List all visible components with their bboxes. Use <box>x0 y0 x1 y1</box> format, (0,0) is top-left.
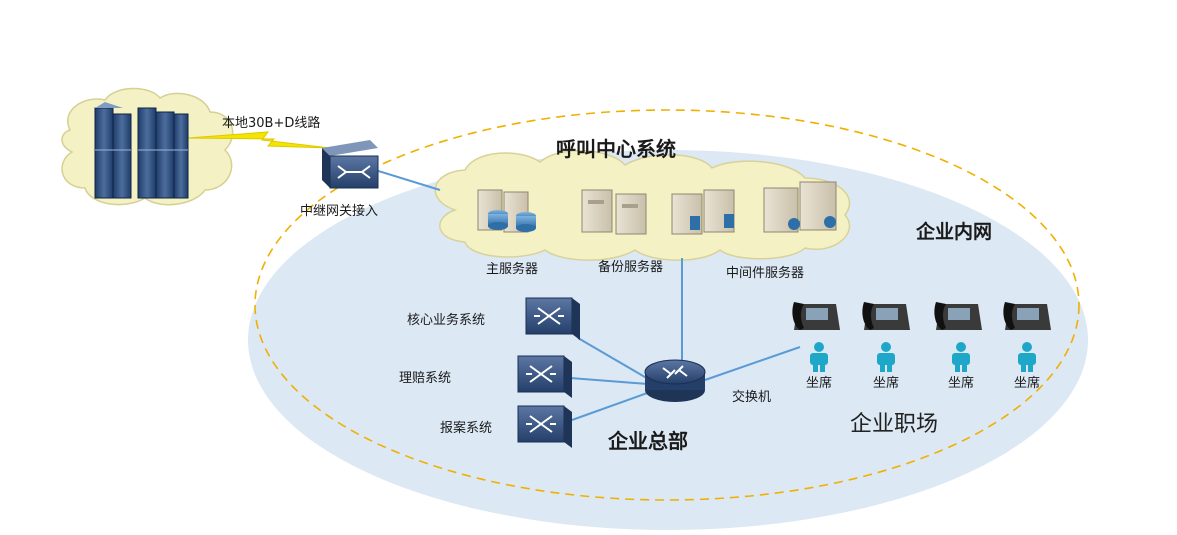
agent-person-icon <box>877 342 895 372</box>
link-report-switch <box>571 391 651 421</box>
link-core-switch <box>577 337 651 381</box>
agent-person-icon <box>1018 342 1036 372</box>
report-system-device <box>517 405 572 448</box>
agent-person-icon <box>952 342 970 372</box>
main-server-label: 主服务器 <box>486 262 539 277</box>
link-claims-switch <box>569 377 649 385</box>
report-system-label: 报案系统 <box>440 421 493 436</box>
seat-label: 坐席 <box>806 376 833 391</box>
switch-router-icon <box>644 359 706 402</box>
phone-icon <box>792 302 840 330</box>
phone-icon <box>1003 302 1051 330</box>
agents <box>810 342 1036 372</box>
link-switch-workplace <box>704 346 801 381</box>
core-system-device <box>525 297 580 340</box>
middleware-server-icon-2 <box>763 181 837 233</box>
switch-label: 交换机 <box>732 390 772 405</box>
call-center-title: 呼叫中心系统 <box>556 137 676 161</box>
intranet-area <box>248 150 1088 530</box>
carrier-racks <box>94 102 189 199</box>
seat-label: 坐席 <box>873 376 900 391</box>
middleware-server-icon <box>671 189 735 235</box>
trunk-line-label: 本地30B+D线路 <box>222 116 321 131</box>
hq-title: 企业总部 <box>608 429 688 453</box>
hq-dashed-boundary <box>254 109 1080 501</box>
desk-phones <box>792 302 1051 330</box>
core-system-label: 核心业务系统 <box>407 313 486 328</box>
claims-system-device <box>517 355 572 398</box>
backup-server-icon <box>581 189 647 235</box>
workplace-title: 企业职场 <box>850 412 939 437</box>
link-gateway-callcenter <box>374 169 441 191</box>
agent-person-icon <box>810 342 828 372</box>
seat-label: 坐席 <box>1014 376 1041 391</box>
gateway-device <box>322 140 379 189</box>
seat-label: 坐席 <box>948 376 975 391</box>
phone-icon <box>862 302 910 330</box>
gateway-label: 中继网关接入 <box>300 204 379 219</box>
main-server-icon <box>477 189 536 233</box>
middleware-server-label: 中间件服务器 <box>726 266 805 281</box>
intranet-title: 企业内网 <box>916 221 993 243</box>
claims-system-label: 理赔系统 <box>399 371 452 386</box>
backup-server-label: 备份服务器 <box>598 260 664 275</box>
network-links <box>374 169 801 421</box>
phone-icon <box>934 302 982 330</box>
